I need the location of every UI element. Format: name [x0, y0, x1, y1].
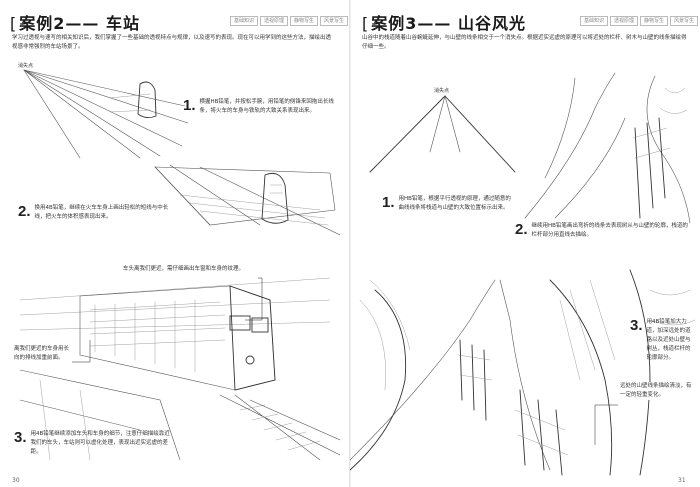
chapter-tabs: 基础知识 透视原理 静物写生 风景写生 [580, 16, 699, 26]
right-page: [案例3—— 山谷风光 基础知识 透视原理 静物写生 风景写生 山谷中的栈道随着… [350, 0, 700, 487]
valley-sketch-1 [369, 95, 516, 173]
step-3: 3. 用4B铅笔加大力道，加深远处的道路以及近处山壁与树丛，栈道栏杆的轮廓部分。 [630, 317, 691, 361]
page-number: 30 [12, 477, 20, 484]
step-1: 1. 横握HB铅笔，并按松手腕，用铅笔的侧锋来回拖出长线条，将火车的车身与铁轨的… [183, 97, 334, 114]
tab-item: 基础知识 [230, 16, 259, 26]
intro-text: 学习过透视与速写的相关知识后，我们掌握了一些基础的透视特点与规律，以及速写的表现… [12, 35, 332, 50]
vanishing-point-label: 消失点 [18, 63, 34, 69]
callout-note-left: 离我们更近的车身用长向的排线加重前面。 [14, 345, 70, 363]
intro-text: 山谷中的栈道随着山谷蜿蜒延伸，与山壁的线条相交于一个消失点。根据近实远虚的原理可… [362, 35, 687, 50]
train-sketch-2 [154, 164, 340, 236]
callout-note: 远处的山壁线条描绘清淡，有一定的轻重变化。 [620, 382, 692, 400]
tab-item: 静物写生 [290, 16, 319, 26]
page-title: [案例2—— 车站 [10, 14, 140, 33]
train-sketch-3 [20, 277, 340, 460]
valley-sketch-3 [350, 269, 696, 476]
valley-sketch-2 [524, 72, 691, 224]
vanishing-point-label: 消失点 [434, 88, 450, 94]
tab-item: 透视原理 [260, 16, 289, 26]
callout-note-top: 车头离我们更近，需仔细画出车窗和车身的纹理。 [123, 265, 255, 274]
tab-item: 透视原理 [610, 16, 639, 26]
perspective-sketch-1 [23, 69, 189, 159]
leader-lines-left [72, 277, 263, 363]
tab-item: 风景写生 [670, 16, 699, 26]
tab-item: 静物写生 [640, 16, 669, 26]
left-page: [案例2—— 车站 基础知识 透视原理 静物写生 风景写生 学习过透视与速写的相… [10, 14, 349, 484]
step-2: 2. 换用4B铅笔，继续在火车车身上画出轻松的短线与中长线，把火车的体积感表现出… [18, 203, 169, 220]
page-number: 31 [678, 477, 686, 484]
page-title: [案例3—— 山谷风光 [362, 14, 526, 33]
tab-item: 风景写生 [320, 16, 349, 26]
step-3: 3. 用4B铅笔继续添加车头和车身的细节，注意仔细描绘靠近我们的车头，车站则可以… [14, 429, 170, 455]
chapter-tabs: 基础知识 透视原理 静物写生 风景写生 [230, 16, 349, 26]
gutter [349, 0, 351, 487]
step-1: 1. 用HB铅笔，根据平行透视的原理，通过随意的曲线线条将栈道与山壁的大致位置标… [382, 194, 511, 211]
tab-item: 基础知识 [580, 16, 609, 26]
leader-lines-right [594, 404, 618, 445]
step-2: 2. 继续用HB铅笔画出弯折的线条去表现树从与山壁的轮廓，栈道的栏杆部分用直线去… [515, 221, 688, 238]
